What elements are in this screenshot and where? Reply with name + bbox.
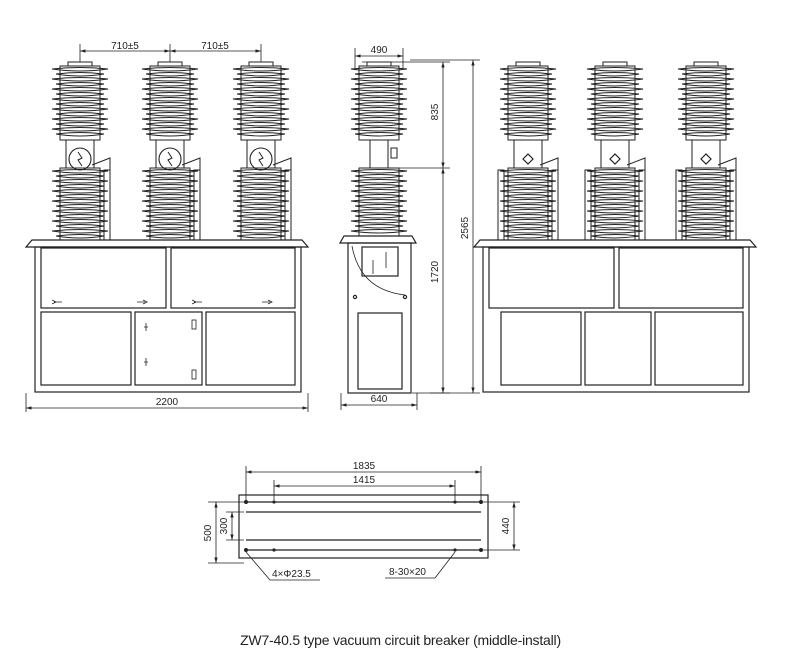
mounting-holes [244, 500, 483, 552]
overall-width-label: 2200 [156, 397, 179, 408]
insulator-width-label: 490 [371, 45, 388, 56]
slot-note-label: 8-30×20 [389, 567, 426, 578]
insulator-width-dimension [354, 48, 404, 68]
base-plan: 1835 1415 500 300 440 [203, 461, 520, 581]
valve-icon [609, 153, 621, 165]
outer-width-dimension [208, 501, 244, 564]
pole-spacing-left-label: 710±5 [111, 41, 139, 52]
side-upper-insulator [350, 65, 408, 141]
inner-length-dimension [273, 480, 456, 500]
upper-insulator [499, 65, 557, 141]
pressure-gauge-icon [68, 147, 92, 171]
side-view: 490 835 1720 2565 640 [338, 45, 480, 410]
pole-spacing-right-label: 710±5 [201, 41, 229, 52]
mounting-height-label: 1720 [430, 260, 441, 283]
lower-insulator [141, 167, 199, 241]
pole-spacing-dimension [79, 44, 262, 62]
channel-width-dimension [483, 501, 520, 551]
base-width-dimension [340, 393, 418, 410]
pole-1 [51, 61, 111, 241]
outer-width-label: 500 [203, 524, 214, 541]
upper-insulator [586, 65, 644, 141]
lower-insulator [51, 167, 109, 241]
rear-view [472, 61, 758, 393]
upper-insulator [232, 65, 290, 141]
pole-3 [232, 61, 292, 241]
lower-insulator [232, 167, 290, 241]
pole-1 [497, 61, 559, 241]
valve-icon [522, 153, 534, 165]
side-pole [350, 61, 408, 237]
upper-height-dimension [362, 61, 450, 169]
valve-icon [700, 153, 712, 165]
upper-insulator [51, 65, 109, 141]
front-poles [51, 61, 292, 241]
channel-width-label: 440 [501, 517, 512, 534]
slot-note-leader [385, 551, 456, 579]
inner-length-label: 1415 [353, 475, 376, 486]
upper-insulator [677, 65, 735, 141]
figure-caption: ZW7-40.5 type vacuum circuit breaker (mi… [240, 632, 561, 648]
total-height-label: 2565 [460, 216, 471, 239]
rear-cabinet [472, 239, 758, 393]
front-latches [51, 299, 273, 380]
base-plan-outline [238, 494, 489, 559]
upper-height-label: 835 [430, 103, 441, 120]
pole-2 [141, 61, 201, 241]
pressure-gauge-icon [158, 147, 182, 171]
side-cabinet [338, 235, 418, 394]
total-height-dimension [410, 59, 480, 394]
lower-insulator [586, 167, 644, 241]
lower-insulator [499, 167, 557, 241]
front-view: 710±5 710±5 2200 [24, 41, 310, 412]
side-lower-insulator [350, 167, 408, 237]
rear-poles [497, 61, 737, 241]
upper-insulator [141, 65, 199, 141]
inner-width-label: 300 [219, 517, 230, 534]
outer-length-label: 1835 [353, 461, 376, 472]
lower-insulator [677, 167, 735, 241]
outer-length-dimension [245, 466, 482, 500]
inner-width-dimension [226, 511, 244, 541]
pole-2 [584, 61, 646, 241]
hole-note-leader [245, 551, 320, 581]
hole-note-label: 4×Φ23.5 [272, 569, 311, 580]
pressure-gauge-icon [249, 147, 273, 171]
front-cabinet [24, 239, 310, 393]
overall-width-dimension [25, 393, 309, 412]
pole-3 [675, 61, 737, 241]
base-width-label: 640 [371, 394, 388, 405]
